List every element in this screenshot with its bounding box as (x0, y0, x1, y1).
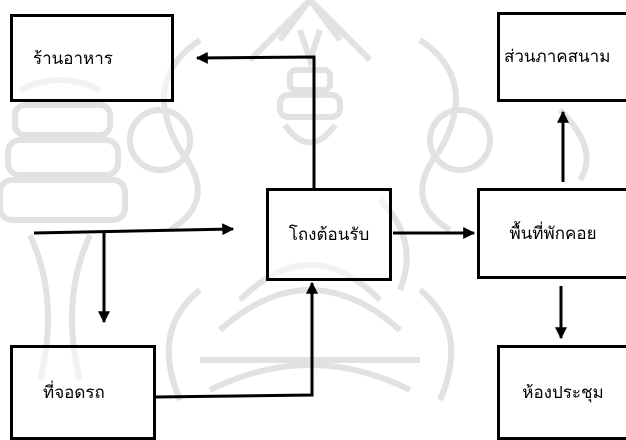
node-garden: ส่วนภาคสนาม (497, 12, 626, 102)
node-parking-label: ที่จอดรถ (43, 379, 105, 406)
node-lobby: โถงต้อนรับ (266, 188, 392, 281)
arrow-entrance-to-lobby (34, 229, 233, 233)
node-lounge-label: พื้นที่พักคอย (509, 220, 596, 247)
node-parking: ที่จอดรถ (10, 345, 156, 440)
arrow-lobby-to-restaurant (197, 57, 314, 188)
node-meeting: ห้องประชุม (497, 345, 626, 440)
node-lounge: พื้นที่พักคอย (477, 188, 626, 279)
node-meeting-label: ห้องประชุม (522, 379, 604, 406)
node-garden-label: ส่วนภาคสนาม (504, 43, 610, 70)
node-restaurant-label: ร้านอาหาร (33, 45, 113, 72)
arrow-parking-to-lobby (156, 283, 312, 397)
node-restaurant: ร้านอาหาร (10, 14, 174, 102)
node-lobby-label: โถงต้อนรับ (289, 221, 370, 248)
